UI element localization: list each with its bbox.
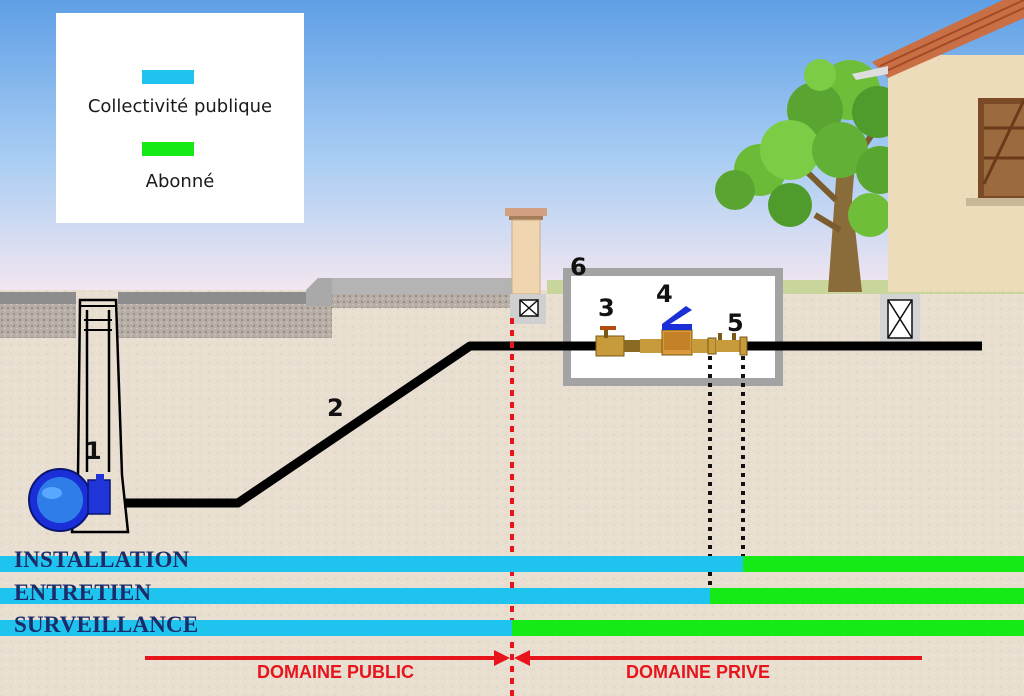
pillar-cap (505, 208, 547, 216)
label-3-stop-valve: 3 (598, 294, 615, 322)
sidewalk-gravel (332, 294, 514, 308)
window-shutter (966, 98, 1024, 206)
roof (872, 0, 1024, 78)
road-gravel (118, 304, 332, 338)
pillar (511, 219, 541, 295)
roof-tiles (879, 0, 1024, 73)
road-gravel (0, 304, 76, 338)
sidewalk-top (332, 278, 514, 294)
private-arrowhead (514, 650, 530, 666)
legend: Collectivité publique Abonné (56, 13, 304, 223)
label-5-outlet-valve: 5 (727, 309, 744, 337)
band-installation-public (0, 556, 743, 572)
legend-label-public: Collectivité publique (87, 96, 273, 117)
meter-outlet-valve (707, 333, 748, 356)
band-label-surveillance: SURVEILLANCE (14, 612, 199, 637)
pillar-cap (509, 216, 543, 220)
road-surface (118, 292, 332, 304)
band-installation-private (743, 556, 1024, 572)
legend-swatch-subscriber (142, 142, 194, 156)
legend-label-subscriber: Abonné (145, 171, 215, 192)
band-surveillance-private (512, 620, 1024, 636)
band-label-installation: INSTALLATION (14, 547, 190, 572)
water-meter (640, 306, 712, 356)
gutter (852, 66, 888, 80)
domain-public-label: DOMAINE PUBLIC (257, 662, 414, 682)
water-main (28, 468, 111, 532)
tree (715, 59, 904, 292)
label-2-service-pipe: 2 (327, 394, 344, 422)
label-1-connection-saddle: 1 (85, 437, 102, 465)
band-surveillance-public (0, 620, 512, 636)
stop-valve (595, 326, 640, 357)
band-entretien-private (710, 588, 1024, 604)
valve-box-cross (519, 299, 539, 317)
curb (306, 278, 332, 306)
house-valve-box-cross (887, 299, 913, 339)
label-6-meter-chamber: 6 (570, 253, 587, 281)
public-arrowhead (494, 650, 510, 666)
band-label-entretien: ENTRETIEN (14, 580, 152, 605)
domain-private-label: DOMAINE PRIVE (626, 662, 771, 682)
band-entretien-public (0, 588, 710, 604)
label-4-water-meter: 4 (656, 280, 673, 308)
road-surface (0, 292, 76, 304)
legend-swatch-public (142, 70, 194, 84)
